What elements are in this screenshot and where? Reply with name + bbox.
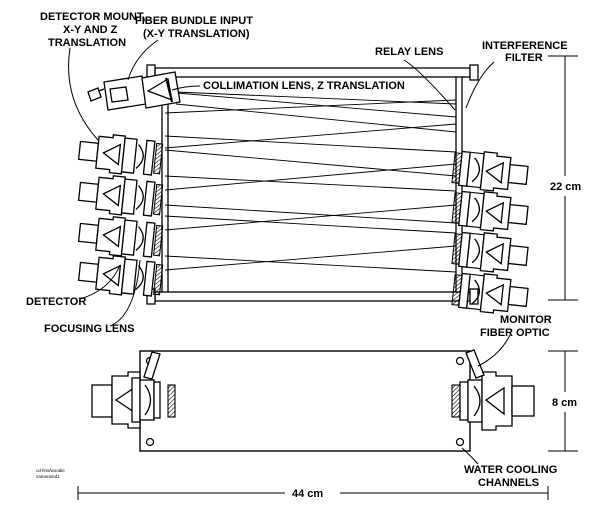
side-view xyxy=(91,349,535,452)
label-detector-mount-1: DETECTOR MOUNT, xyxy=(40,11,146,23)
leader-lines xyxy=(68,39,511,465)
labels: DETECTOR MOUNT, X-Y AND Z TRANSLATION FI… xyxy=(26,11,581,500)
label-detector-mount-3: TRANSLATION xyxy=(48,37,126,49)
label-fiber-bundle-2: (X-Y TRANSLATION) xyxy=(143,28,250,40)
relay-module xyxy=(451,150,529,192)
label-focusing-lens: FOCUSING LENS xyxy=(44,323,134,335)
right-relay-modules xyxy=(451,150,529,314)
label-interference-2: FILTER xyxy=(505,52,543,64)
fiber-bundle-input-module xyxy=(87,71,181,111)
label-fiber-bundle-1: FIBER BUNDLE INPUT xyxy=(135,15,253,27)
label-collimation-lens: COLLIMATION LENS, Z TRANSLATION xyxy=(203,80,405,92)
left-detector-modules xyxy=(77,134,164,297)
dimension-height-top: 22 cm xyxy=(550,181,581,193)
dimension-lines xyxy=(77,55,578,500)
detector-module xyxy=(77,255,164,297)
detector-module xyxy=(77,216,164,258)
label-water-cooling-1: WATER COOLING xyxy=(464,464,557,476)
side-right-assembly xyxy=(451,349,535,431)
detector-module xyxy=(77,134,164,176)
footer-note-1: cd-fins/woodie xyxy=(36,468,65,473)
top-view xyxy=(77,64,529,314)
relay-module xyxy=(451,190,529,232)
label-detector-mount-2: X-Y AND Z xyxy=(63,24,118,36)
label-interference-1: INTERFERENCE xyxy=(482,40,568,52)
dimension-width: 44 cm xyxy=(292,488,323,500)
relay-module xyxy=(451,272,529,314)
detector-module xyxy=(77,175,164,217)
label-water-cooling-2: CHANNELS xyxy=(478,477,539,489)
optical-rays xyxy=(164,91,457,273)
housing xyxy=(139,350,471,452)
label-monitor-1: MONITOR xyxy=(500,314,552,326)
footer-note-2: camera/ed1 xyxy=(36,474,60,479)
label-relay-lens: RELAY LENS xyxy=(375,46,443,58)
side-left-assembly xyxy=(91,351,176,429)
label-monitor-2: FIBER OPTIC xyxy=(480,327,550,339)
label-detector: DETECTOR xyxy=(26,296,86,308)
dimension-height-bottom: 8 cm xyxy=(552,397,577,409)
relay-module xyxy=(451,231,529,273)
